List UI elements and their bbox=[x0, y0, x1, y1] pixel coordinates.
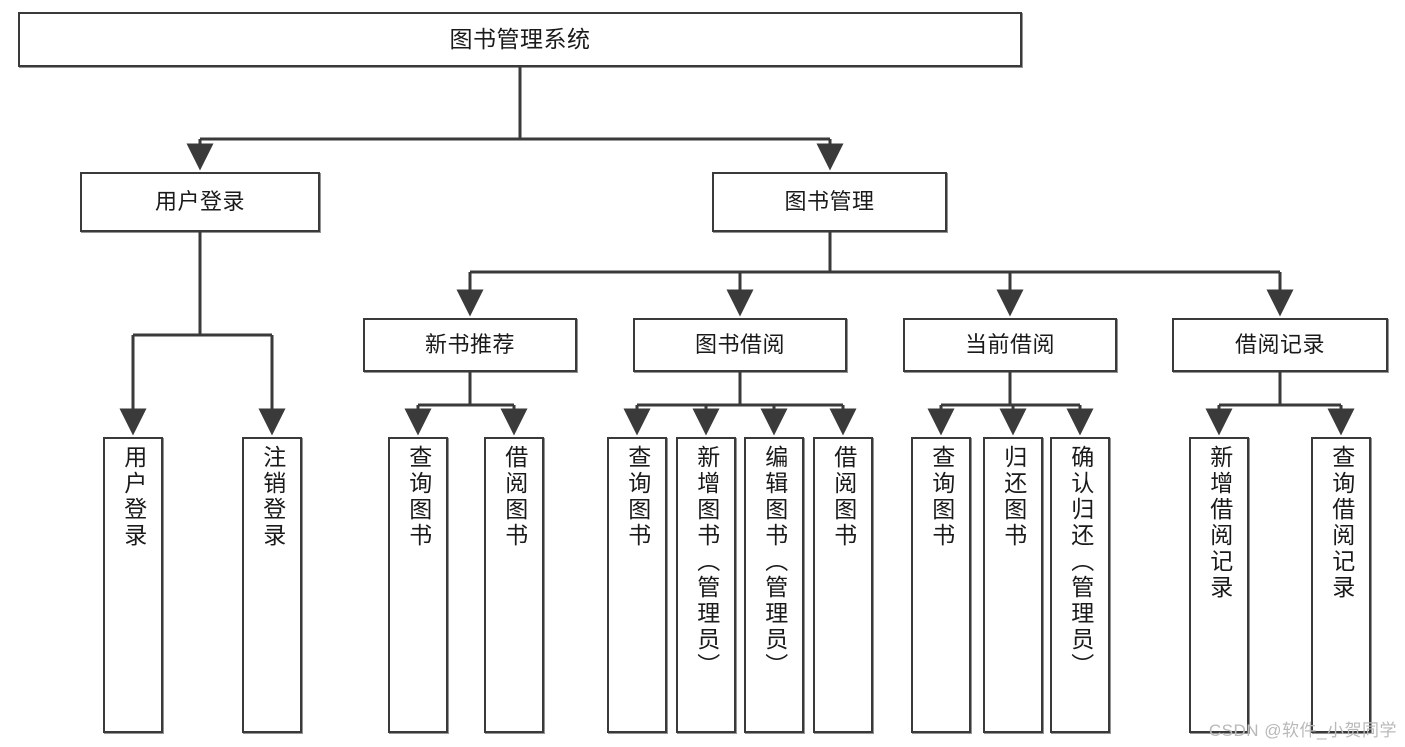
node-borrow-record[interactable]: 借阅记录 bbox=[1172, 318, 1388, 372]
leaf-cb-confirm-return-admin[interactable]: 确认归还（管理员） bbox=[1050, 437, 1110, 733]
node-current-borrow[interactable]: 当前借阅 bbox=[903, 318, 1117, 372]
node-new-book-recommend-label: 新书推荐 bbox=[424, 332, 515, 358]
leaf-bb-borrow-book[interactable]: 借阅图书 bbox=[813, 437, 873, 733]
leaf-bb-edit-book-admin-label: 编辑图书（管理员） bbox=[761, 445, 788, 679]
leaf-cb-query-book[interactable]: 查询图书 bbox=[911, 437, 971, 733]
node-book-borrow-label: 图书借阅 bbox=[694, 332, 785, 358]
leaf-logout-label: 注销登录 bbox=[259, 445, 286, 549]
leaf-nbr-borrow-book-label: 借阅图书 bbox=[501, 445, 528, 549]
leaf-nbr-query-book-label: 查询图书 bbox=[405, 445, 432, 549]
leaf-logout[interactable]: 注销登录 bbox=[242, 437, 302, 733]
leaf-br-add-record-label: 新增借阅记录 bbox=[1206, 445, 1233, 601]
node-borrow-record-label: 借阅记录 bbox=[1234, 332, 1325, 358]
node-book-borrow[interactable]: 图书借阅 bbox=[633, 318, 847, 372]
leaf-nbr-borrow-book[interactable]: 借阅图书 bbox=[484, 437, 544, 733]
leaf-br-query-record[interactable]: 查询借阅记录 bbox=[1311, 437, 1371, 733]
leaf-bb-add-book-admin[interactable]: 新增图书（管理员） bbox=[676, 437, 736, 733]
node-user-login-label: 用户登录 bbox=[154, 189, 245, 215]
leaf-cb-query-book-label: 查询图书 bbox=[928, 445, 955, 549]
leaf-cb-confirm-return-admin-label: 确认归还（管理员） bbox=[1067, 445, 1094, 679]
leaf-user-login-label: 用户登录 bbox=[120, 445, 147, 549]
leaf-br-query-record-label: 查询借阅记录 bbox=[1328, 445, 1355, 601]
node-current-borrow-label: 当前借阅 bbox=[964, 332, 1055, 358]
leaf-cb-return-book-label: 归还图书 bbox=[1000, 445, 1027, 549]
leaf-user-login[interactable]: 用户登录 bbox=[103, 437, 163, 733]
leaf-bb-query-book-label: 查询图书 bbox=[624, 445, 651, 549]
node-book-management[interactable]: 图书管理 bbox=[712, 172, 947, 232]
node-root-label: 图书管理系统 bbox=[449, 25, 591, 52]
node-book-management-label: 图书管理 bbox=[784, 189, 875, 215]
leaf-nbr-query-book[interactable]: 查询图书 bbox=[388, 437, 448, 733]
leaf-bb-edit-book-admin[interactable]: 编辑图书（管理员） bbox=[744, 437, 804, 733]
leaf-br-add-record[interactable]: 新增借阅记录 bbox=[1189, 437, 1249, 733]
leaf-bb-borrow-book-label: 借阅图书 bbox=[830, 445, 857, 549]
node-user-login[interactable]: 用户登录 bbox=[80, 172, 320, 232]
node-new-book-recommend[interactable]: 新书推荐 bbox=[363, 318, 577, 372]
node-root[interactable]: 图书管理系统 bbox=[18, 12, 1022, 67]
leaf-bb-add-book-admin-label: 新增图书（管理员） bbox=[693, 445, 720, 679]
leaf-bb-query-book[interactable]: 查询图书 bbox=[607, 437, 667, 733]
leaf-cb-return-book[interactable]: 归还图书 bbox=[983, 437, 1043, 733]
